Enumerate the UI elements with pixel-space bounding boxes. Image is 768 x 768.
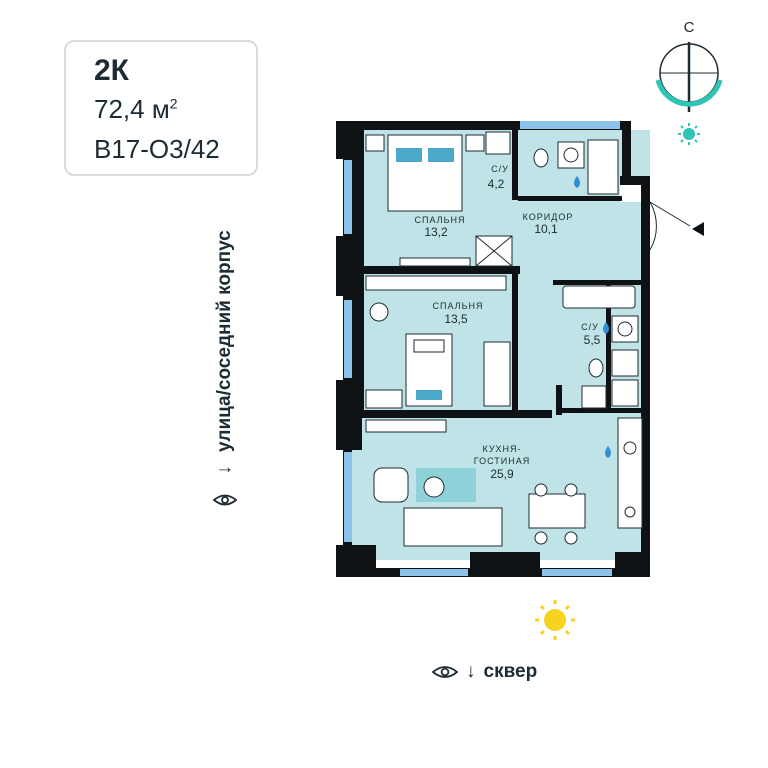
bedroom-2-furniture (365, 275, 511, 409)
water-drop-icon (574, 176, 580, 188)
arrow-down-icon: ↓ (466, 661, 476, 682)
compass-north-letter: С (684, 19, 695, 36)
side-view-label: ↓ улица/соседний корпус (212, 230, 238, 512)
eye-icon (212, 494, 238, 506)
bedroom-2-area: 13,5 (444, 312, 468, 326)
windows (344, 121, 620, 576)
bottom-view-text: сквер (483, 661, 538, 682)
bathroom-large-name: С/У (581, 322, 599, 332)
bottom-view-label: ↓ сквер (432, 658, 537, 686)
bedroom-2-name: СПАЛЬНЯ (433, 301, 484, 311)
apartment-type: 2К (94, 54, 129, 87)
sun-icon (535, 600, 575, 640)
apartment-code: В17-О3/42 (94, 134, 220, 164)
bathroom-small-name: С/У (491, 164, 509, 174)
water-drop-icon (603, 322, 609, 334)
kitchen-living-furniture (365, 417, 643, 547)
interior-walls (352, 130, 641, 418)
apartment-info-card: 2К 72,4 м2 В17-О3/42 (64, 40, 258, 176)
bathroom-fixtures (533, 139, 639, 409)
entrance-arrow-icon (692, 222, 704, 236)
compass: С (655, 19, 723, 112)
corridor-name: КОРИДОР (523, 212, 574, 222)
bedroom-1-name: СПАЛЬНЯ (415, 215, 466, 225)
sunrise-icon (678, 123, 700, 145)
eye-icon (432, 666, 458, 678)
bedroom-1-area: 13,2 (424, 225, 448, 239)
corridor-area: 10,1 (534, 222, 558, 236)
kitchen-living-name-line2: ГОСТИНАЯ (474, 456, 531, 466)
bedroom-1-furniture (365, 131, 513, 267)
water-drop-icon (605, 446, 611, 458)
kitchen-living-area: 25,9 (490, 467, 514, 481)
bathroom-large-area: 5,5 (584, 333, 601, 347)
bathroom-small-area: 4,2 (488, 177, 505, 191)
kitchen-living-name-line1: КУХНЯ- (482, 444, 521, 454)
entrance-door (649, 201, 691, 251)
apartment-area: 72,4 м2 (94, 94, 178, 124)
water-drop-icons (574, 176, 611, 458)
